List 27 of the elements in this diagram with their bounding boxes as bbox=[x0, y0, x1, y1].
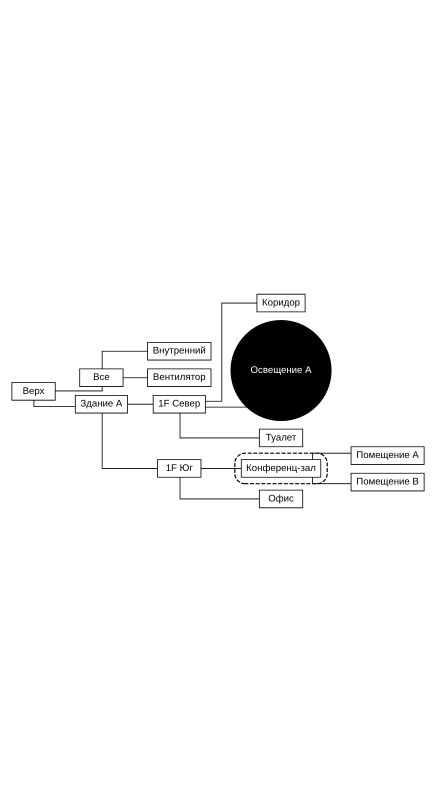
node-box: Вентилятор bbox=[147, 368, 212, 386]
node-circle: Освещение А bbox=[230, 319, 332, 421]
node-box: Здание А bbox=[74, 394, 128, 413]
connector bbox=[205, 302, 258, 402]
node-box: Коридор bbox=[256, 293, 306, 312]
connector bbox=[312, 452, 352, 460]
node-box: 1F Юг bbox=[157, 458, 202, 478]
node-box: Туалет bbox=[258, 428, 304, 447]
node-box: Конференц-зал bbox=[240, 458, 322, 478]
cluster bbox=[234, 452, 328, 484]
connector bbox=[127, 403, 154, 404]
node-box: Помещение А bbox=[350, 446, 425, 464]
node-box: Внутренний bbox=[147, 341, 212, 360]
connector bbox=[180, 412, 260, 438]
node-box: Помещение В bbox=[350, 472, 425, 491]
node-box: 1F Север bbox=[152, 394, 206, 413]
node-box: Верх bbox=[11, 382, 56, 400]
connector bbox=[102, 412, 158, 468]
node-box: Офис bbox=[258, 489, 304, 508]
connector bbox=[312, 476, 352, 484]
connector bbox=[34, 400, 76, 407]
node-box: Все bbox=[79, 368, 124, 386]
connector bbox=[54, 386, 103, 391]
connector bbox=[122, 376, 148, 378]
connector bbox=[205, 406, 248, 408]
connector bbox=[102, 350, 148, 369]
connector bbox=[180, 476, 260, 499]
